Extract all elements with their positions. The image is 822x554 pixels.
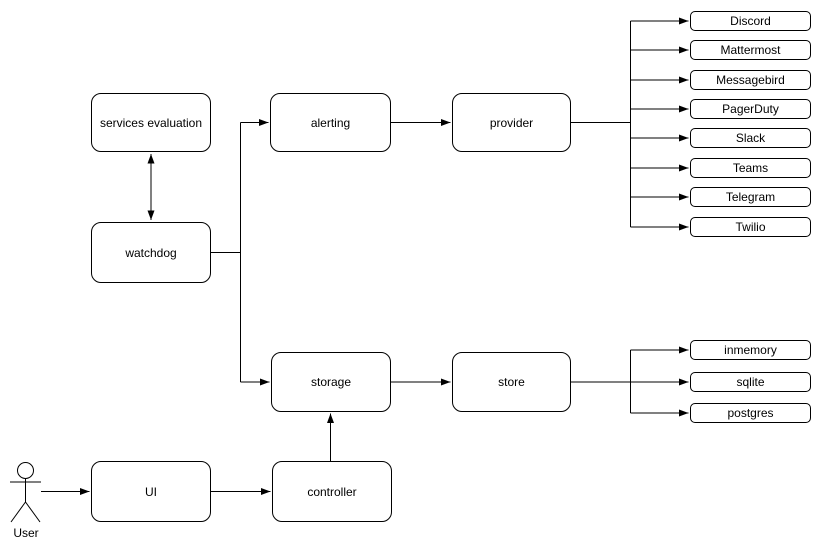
node-provider-telegram: Telegram <box>690 187 811 207</box>
node-provider-slack: Slack <box>690 128 811 148</box>
node-store-sqlite: sqlite <box>690 372 811 392</box>
node-watchdog: watchdog <box>91 222 211 283</box>
node-services-evaluation: services evaluation <box>91 93 211 152</box>
node-provider-teams: Teams <box>690 158 811 178</box>
user-actor-label: User <box>13 526 39 540</box>
node-store-inmemory: inmemory <box>690 340 811 360</box>
node-provider-twilio: Twilio <box>690 217 811 237</box>
node-storage: storage <box>271 352 391 412</box>
node-provider-discord: Discord <box>690 11 811 31</box>
node-provider: provider <box>452 93 571 152</box>
node-provider-mattermost: Mattermost <box>690 40 811 60</box>
node-store: store <box>452 352 571 412</box>
node-store-postgres: postgres <box>690 403 811 423</box>
node-provider-pagerduty: PagerDuty <box>690 99 811 119</box>
node-ui: UI <box>91 461 211 522</box>
node-alerting: alerting <box>270 93 391 152</box>
node-controller: controller <box>272 461 392 522</box>
node-provider-messagebird: Messagebird <box>690 70 811 90</box>
user-actor-icon <box>10 462 41 523</box>
